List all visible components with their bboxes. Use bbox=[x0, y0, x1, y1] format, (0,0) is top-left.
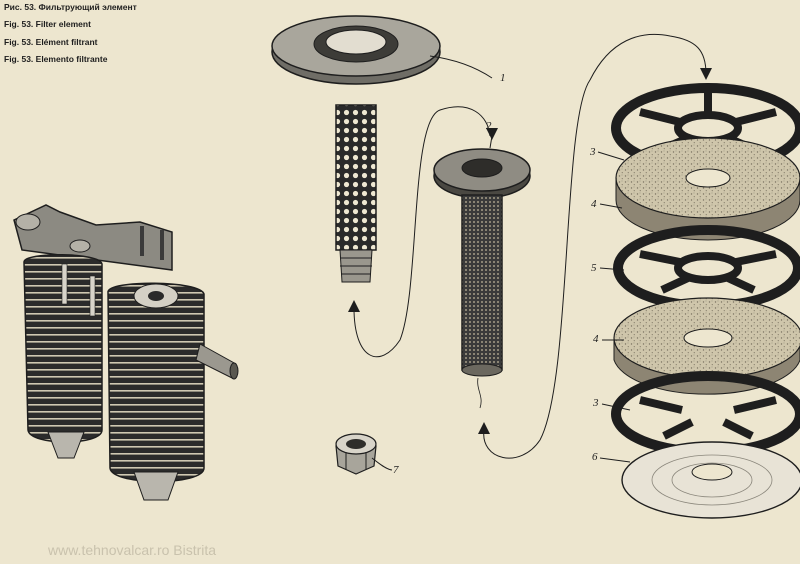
part-1-perforated-tube bbox=[271, 15, 441, 283]
arrow-down-icon bbox=[486, 128, 498, 140]
callout-4-top: 4 bbox=[591, 198, 597, 210]
arrow-up-icon bbox=[478, 422, 490, 434]
caption-french: Fig. 53. Elément filtrant bbox=[4, 37, 98, 47]
watermark: www.tehnovalcar.ro Bistrita bbox=[48, 542, 217, 558]
assembly-arrows bbox=[348, 68, 712, 434]
callout-5: 5 bbox=[591, 262, 597, 274]
callout-3-bottom: 3 bbox=[593, 397, 599, 409]
arrow-down-icon bbox=[700, 68, 712, 80]
part-2-mesh-tube bbox=[433, 148, 531, 409]
caption-russian: Рис. 53. Фильтрующий элемент bbox=[4, 2, 137, 12]
callout-3-top: 3 bbox=[590, 146, 596, 158]
part-5-spider-plate-middle bbox=[613, 225, 800, 311]
arrow-up-icon bbox=[348, 300, 360, 312]
part-6-bottom-disc bbox=[621, 441, 800, 519]
callout-6: 6 bbox=[592, 451, 598, 463]
leader-lines bbox=[353, 33, 707, 471]
part-4-felt-disc-upper bbox=[615, 137, 800, 241]
part-7-nut bbox=[335, 433, 377, 475]
callout-7: 7 bbox=[393, 464, 399, 476]
callout-1: 1 bbox=[500, 72, 506, 84]
caption-italian: Fig. 53. Elemento filtrante bbox=[4, 54, 108, 64]
assembled-filter-housing bbox=[13, 204, 239, 501]
callout-2: 2 bbox=[486, 120, 492, 132]
callout-4-bottom: 4 bbox=[593, 333, 599, 345]
caption-english: Fig. 53. Filter element bbox=[4, 19, 91, 29]
